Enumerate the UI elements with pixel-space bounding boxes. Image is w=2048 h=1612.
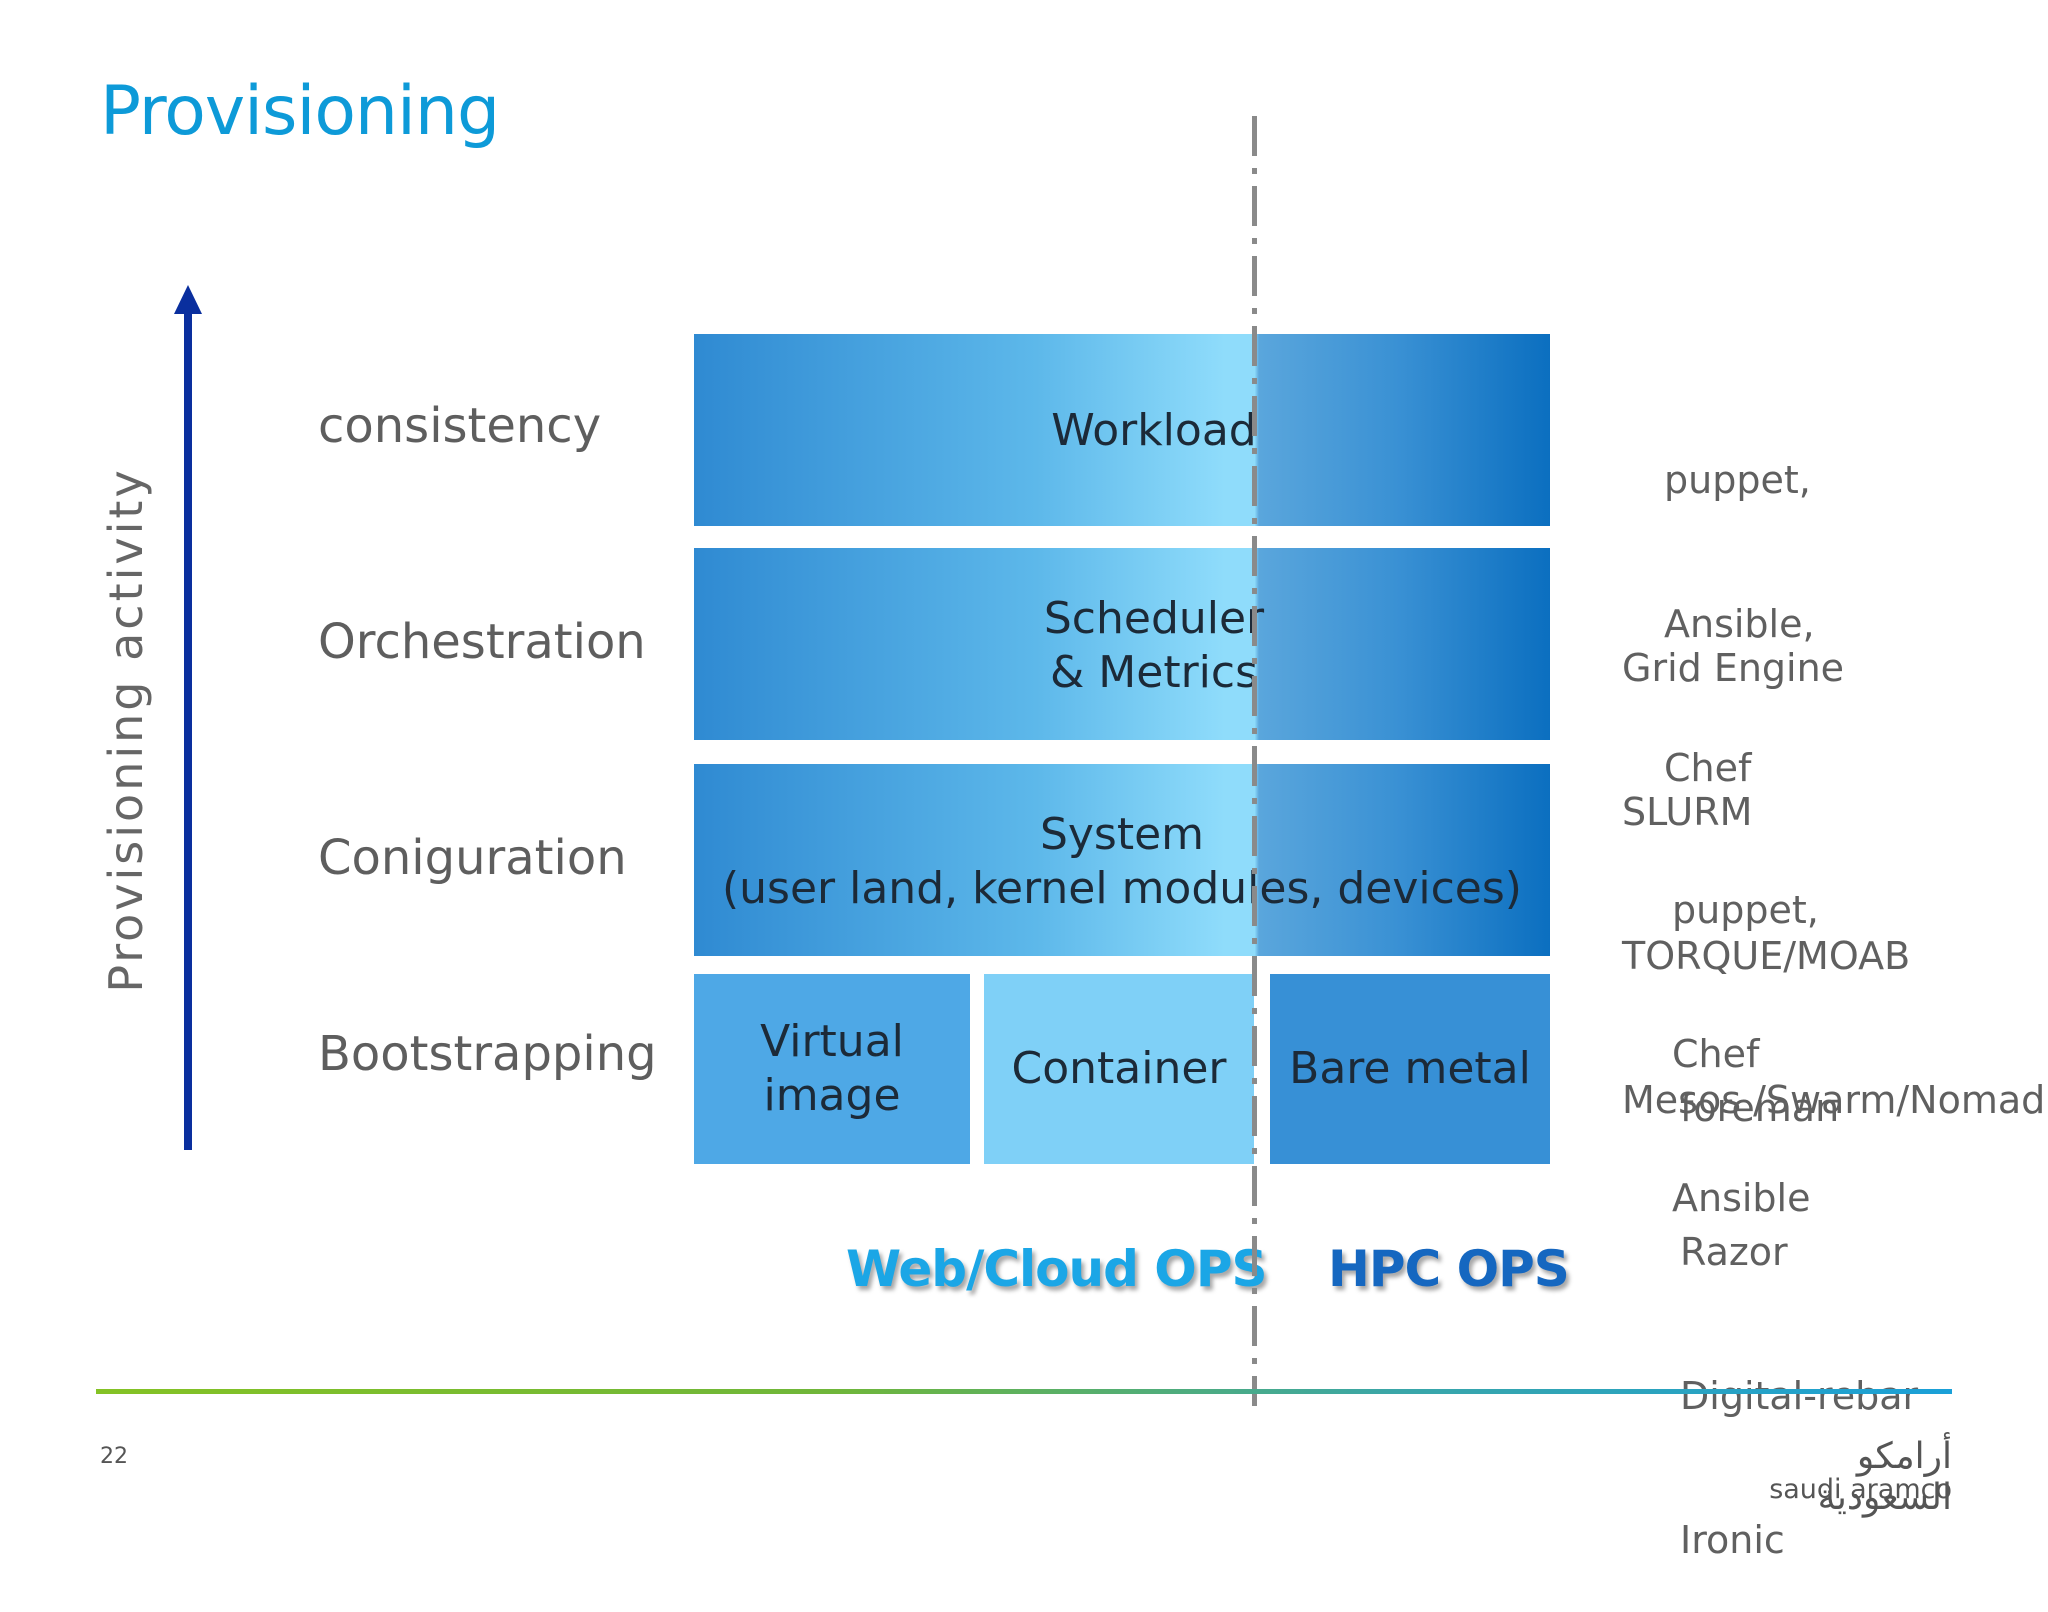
tools-orchestration: Grid Engine SLURM TORQUE/MOAB Mesos /Swa… [1622, 646, 2046, 1122]
container-box: Container [984, 974, 1254, 1164]
tools-configuration: puppet, Chef Ansible [1672, 888, 1819, 1220]
row-label-configuration: Coniguration [318, 830, 627, 886]
scheduler-label: Scheduler & Metrics [1043, 593, 1265, 698]
dash-dot-divider [1252, 116, 1257, 1406]
row-label-consistency: consistency [318, 398, 602, 454]
workload-band: Workload [694, 334, 1550, 526]
row-label-bootstrapping: Bootstrapping [318, 1026, 657, 1082]
logo-english: saudi aramco [1769, 1474, 1952, 1505]
footer-rule [96, 1389, 1952, 1394]
hpc-ops-label: HPC OPS [1328, 1240, 1570, 1298]
system-band: System (user land, kernel modules, devic… [694, 764, 1550, 956]
scheduler-band: Scheduler & Metrics [694, 548, 1550, 740]
system-label: System (user land, kernel modules, devic… [722, 809, 1522, 914]
up-arrow [174, 285, 202, 1150]
logo-arabic: أرامكو السعودية [1817, 1436, 1952, 1518]
tools-consistency: puppet, Ansible, Chef [1664, 458, 1815, 790]
page-number: 22 [100, 1444, 128, 1469]
row-label-orchestration: Orchestration [318, 614, 646, 670]
bare-metal-box: Bare metal [1270, 974, 1550, 1164]
tools-bootstrapping: foreman Razor Digital-rebar Ironic [1680, 1086, 1919, 1562]
slide-title: Provisioning [100, 72, 500, 151]
web-cloud-ops-label: Web/Cloud OPS [846, 1240, 1267, 1298]
workload-label: Workload [1051, 405, 1257, 456]
virtual-image-box: Virtual image [694, 974, 970, 1164]
